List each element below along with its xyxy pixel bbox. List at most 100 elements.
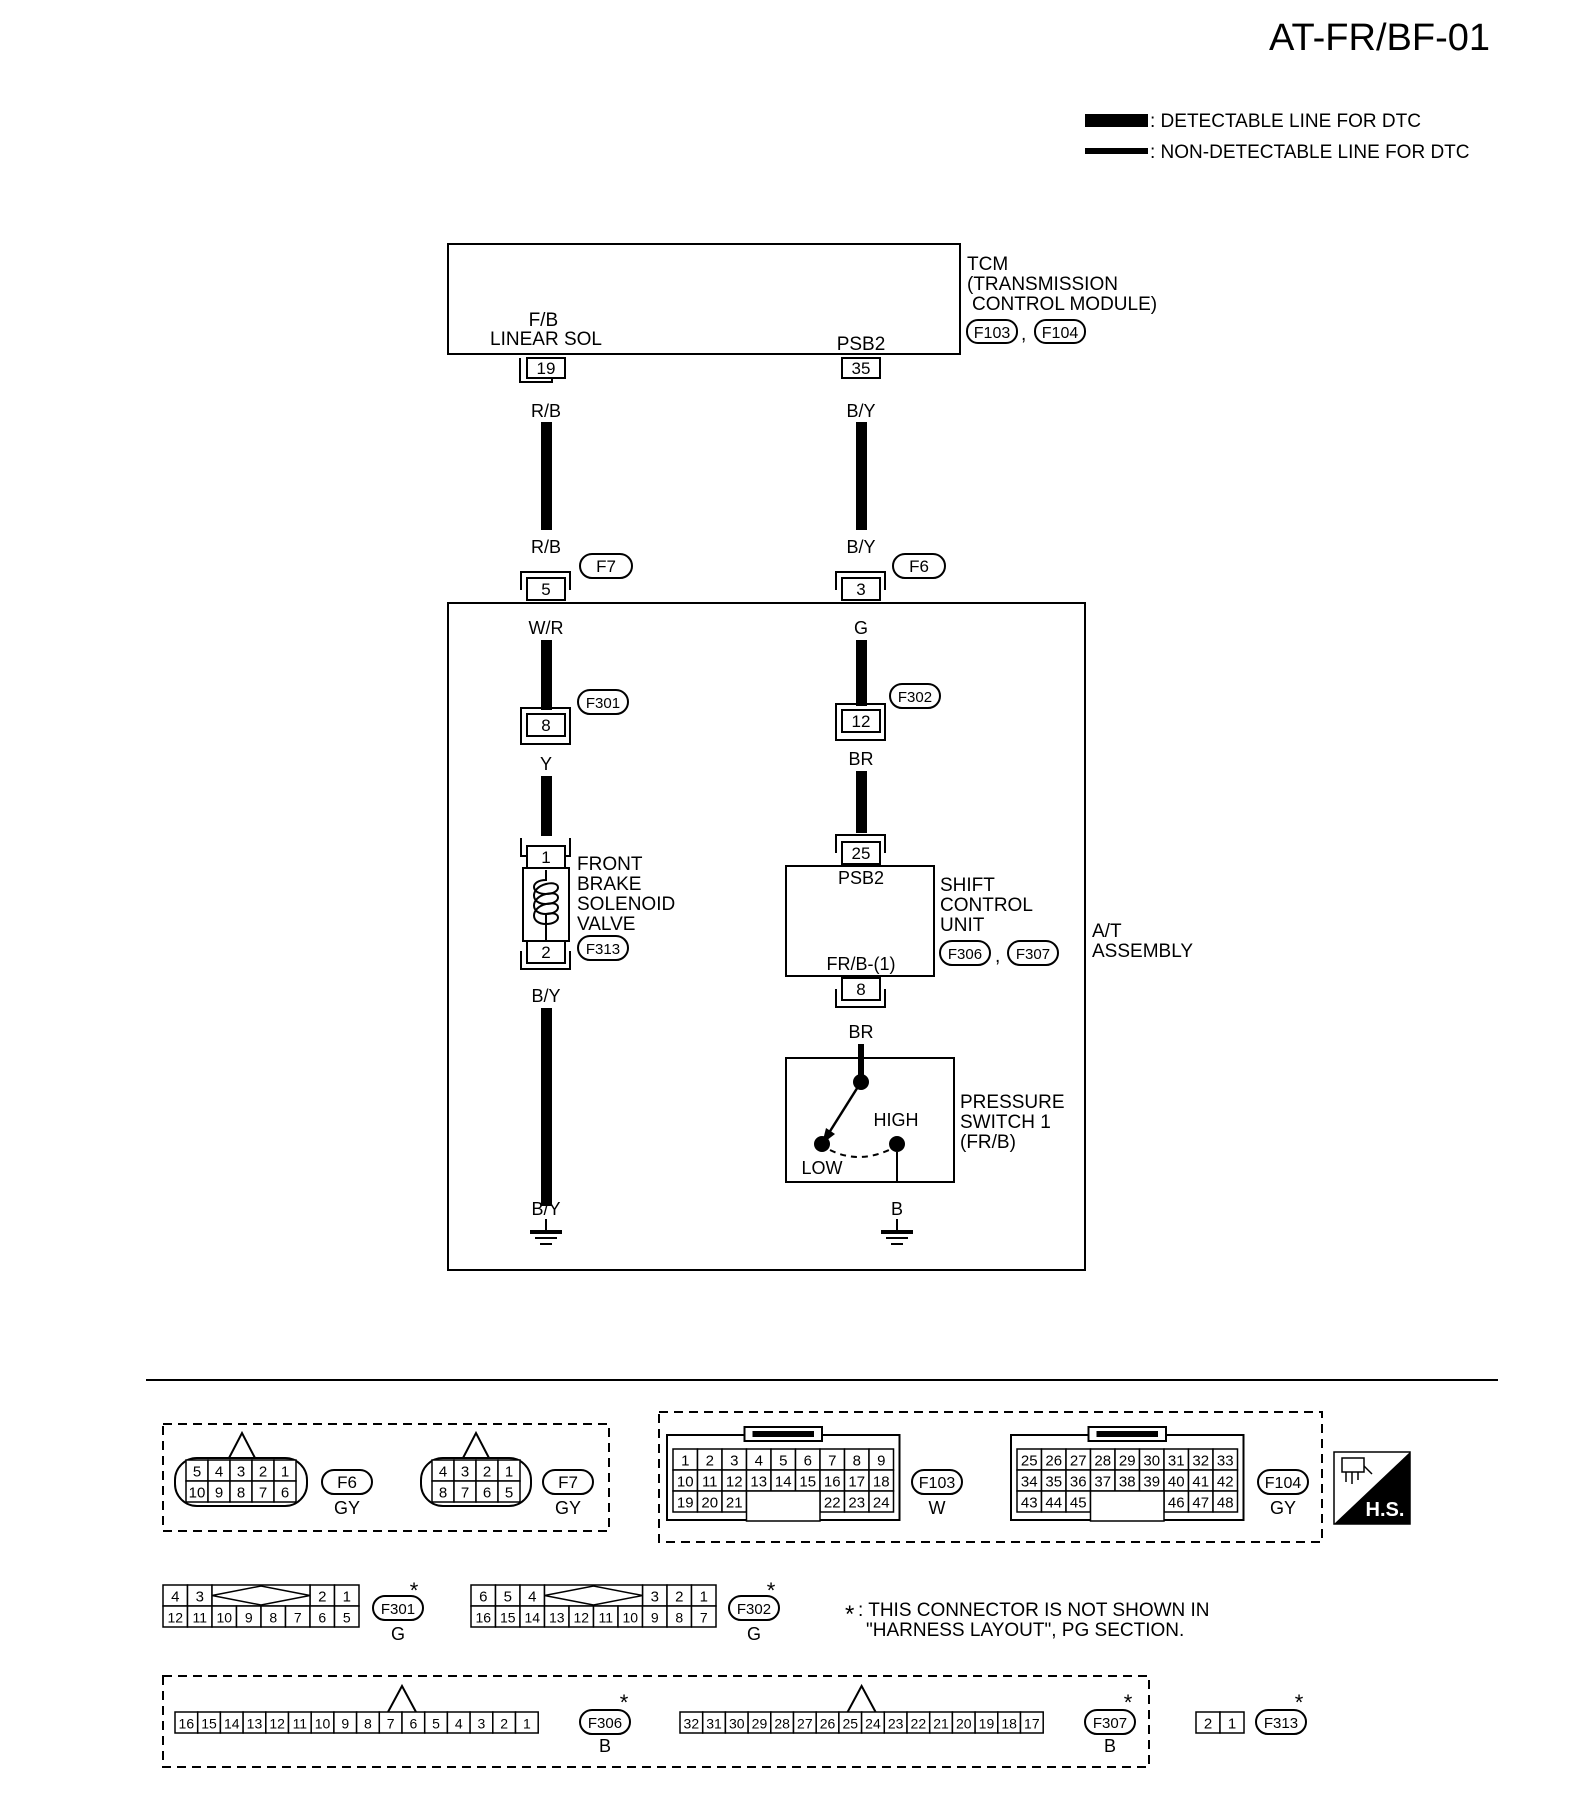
legend-detectable-text: : DETECTABLE LINE FOR DTC: [1150, 111, 1421, 132]
wire-label-br-b: BR: [848, 1022, 873, 1042]
f104-tag: F104: [1265, 1475, 1302, 1492]
f302-key-diamond: [544, 1585, 643, 1606]
f103-row2-pin-label: 14: [775, 1473, 792, 1490]
f307-star: *: [1124, 1690, 1133, 1715]
f307-tag: F307: [1093, 1715, 1127, 1732]
f103-row1-pin-label: 6: [804, 1452, 812, 1469]
wire-wr: [541, 640, 552, 710]
f302-row1b-pin-label: 1: [700, 1588, 708, 1605]
f306-tag: F306: [588, 1715, 622, 1732]
f302-row2-pin-label: 8: [675, 1609, 683, 1625]
junction-f302: 12 F302: [835, 683, 941, 741]
f7-tag-outline: [542, 1469, 594, 1495]
f302-row2-pin-label: 16: [475, 1609, 491, 1625]
footnote: * : THIS CONNECTOR IS NOT SHOWN IN "HARN…: [845, 1600, 1210, 1641]
wire-label-br-a: BR: [848, 749, 873, 769]
f103-row3b-pin-label: 24: [873, 1494, 890, 1511]
f307-row-pin-label: 25: [842, 1715, 858, 1731]
f301-row2-pin-label: 9: [245, 1609, 253, 1625]
coil-icon: [533, 870, 559, 940]
valve-name-line1: FRONT: [577, 854, 643, 875]
f103-row1-pin-label: 1: [681, 1452, 689, 1469]
f103-row3b-cell: [868, 1490, 895, 1513]
f306-row-pin-label: 7: [387, 1715, 395, 1731]
f306-row-pin-label: 9: [341, 1715, 349, 1731]
f306-row-pin-label: 2: [500, 1715, 508, 1731]
tcm-name-line2: (TRANSMISSION: [967, 274, 1118, 295]
switch-low-label: LOW: [801, 1158, 842, 1178]
valve-pin-1: 1: [541, 848, 550, 867]
f103-row2-pin-label: 15: [799, 1473, 816, 1490]
f302-row2-pin-label: 13: [549, 1609, 565, 1625]
f307-row-pin-label: 31: [706, 1715, 722, 1731]
pressure-switch-box: [785, 1057, 955, 1183]
f104-row3a-pin-label: 45: [1070, 1494, 1087, 1511]
group-f6-f7-border: [162, 1423, 610, 1532]
f306-row-pin-label: 3: [478, 1715, 486, 1731]
tcm-box: [447, 243, 961, 355]
front-brake-solenoid-valve: 1 2 FRONT BRAKE SOLENOID VALVE F313: [520, 838, 675, 970]
f104-row3b-pin-label: 48: [1217, 1494, 1234, 1511]
f103-row2-pin-label: 12: [726, 1473, 743, 1490]
pressure-switch-name-line2: SWITCH 1: [960, 1112, 1051, 1133]
f104-row2-pin-label: 39: [1143, 1473, 1160, 1490]
valve-name-line4: VALVE: [577, 914, 635, 935]
valve-connector-f313: F313: [586, 941, 620, 958]
f302-row2-pin-label: 11: [598, 1609, 613, 1625]
wire-br-a: [856, 771, 867, 833]
f307-row-pin-label: 26: [820, 1715, 836, 1731]
f103-notch: [745, 1490, 821, 1522]
pressure-switch-name-line1: PRESSURE: [960, 1092, 1065, 1113]
f301-row2-cell: [333, 1605, 360, 1628]
f7-row1-pin-label: 4: [439, 1463, 447, 1480]
f6-tag-outline: [321, 1469, 373, 1495]
f301-row1a-pin-label: 3: [196, 1588, 204, 1605]
tcm-pin-35: 35: [841, 357, 881, 379]
valve-pin-2: 2: [541, 943, 550, 962]
f313-tag: F313: [1264, 1715, 1298, 1732]
f104-latch-slot: [1096, 1431, 1158, 1437]
at-assembly-label-line2: ASSEMBLY: [1092, 941, 1193, 962]
ground-icon-right: [881, 1219, 913, 1245]
switch-high-label: HIGH: [874, 1110, 919, 1130]
f6-row2-cell: [273, 1480, 297, 1503]
f301-row1a-pin-label: 4: [171, 1588, 179, 1605]
junction-f6-pin: 3: [856, 580, 865, 599]
legend-detectable-line: [1085, 114, 1148, 127]
page-title: AT-FR/BF-01: [1269, 17, 1490, 59]
tcm-pin-label-fb-line2: LINEAR SOL: [490, 329, 602, 350]
f103-row1-pin-label: 5: [779, 1452, 787, 1469]
f302-row1a-pin-label: 6: [479, 1588, 487, 1605]
f104-row1-pin-label: 32: [1192, 1452, 1209, 1469]
f307-row-pin-label: 17: [1024, 1715, 1040, 1731]
f103-row2-pin-label: 11: [702, 1473, 718, 1490]
f103-row3b-pin-label: 23: [848, 1494, 865, 1511]
f7-row1-pin-label: 2: [483, 1463, 491, 1480]
f313-star: *: [1295, 1690, 1304, 1715]
f306-row-pin-label: 12: [269, 1715, 285, 1731]
f307-row-pin-label: 27: [797, 1715, 813, 1731]
junction-f7-tag: F7: [596, 557, 616, 576]
f104-tag-outline: [1257, 1469, 1309, 1495]
f307-row-pin-label: 19: [979, 1715, 995, 1731]
valve-name-line3: SOLENOID: [577, 894, 675, 915]
shift-unit-name-line2: CONTROL: [940, 895, 1032, 916]
wire-label-g: G: [854, 618, 868, 638]
f104-row1-pin-label: 30: [1143, 1452, 1160, 1469]
f104-row3b-pin-label: 46: [1168, 1494, 1185, 1511]
f103-row1-pin-label: 8: [853, 1452, 861, 1469]
junction-f302-tag: F302: [898, 689, 932, 706]
f103-row2-pin-label: 17: [848, 1473, 865, 1490]
f313-row-pin-label: 2: [1204, 1715, 1212, 1732]
f306-row-cell: [514, 1711, 539, 1734]
f6-row1-pin-label: 3: [237, 1463, 245, 1480]
f104-row2-pin-label: 37: [1094, 1473, 1111, 1490]
f306-color: B: [599, 1736, 611, 1756]
f104-row2-pin-label: 35: [1045, 1473, 1062, 1490]
f104-row2-pin-label: 38: [1119, 1473, 1136, 1490]
junction-f301-pin: 8: [541, 716, 550, 735]
f104-row1-pin-label: 29: [1119, 1452, 1136, 1469]
